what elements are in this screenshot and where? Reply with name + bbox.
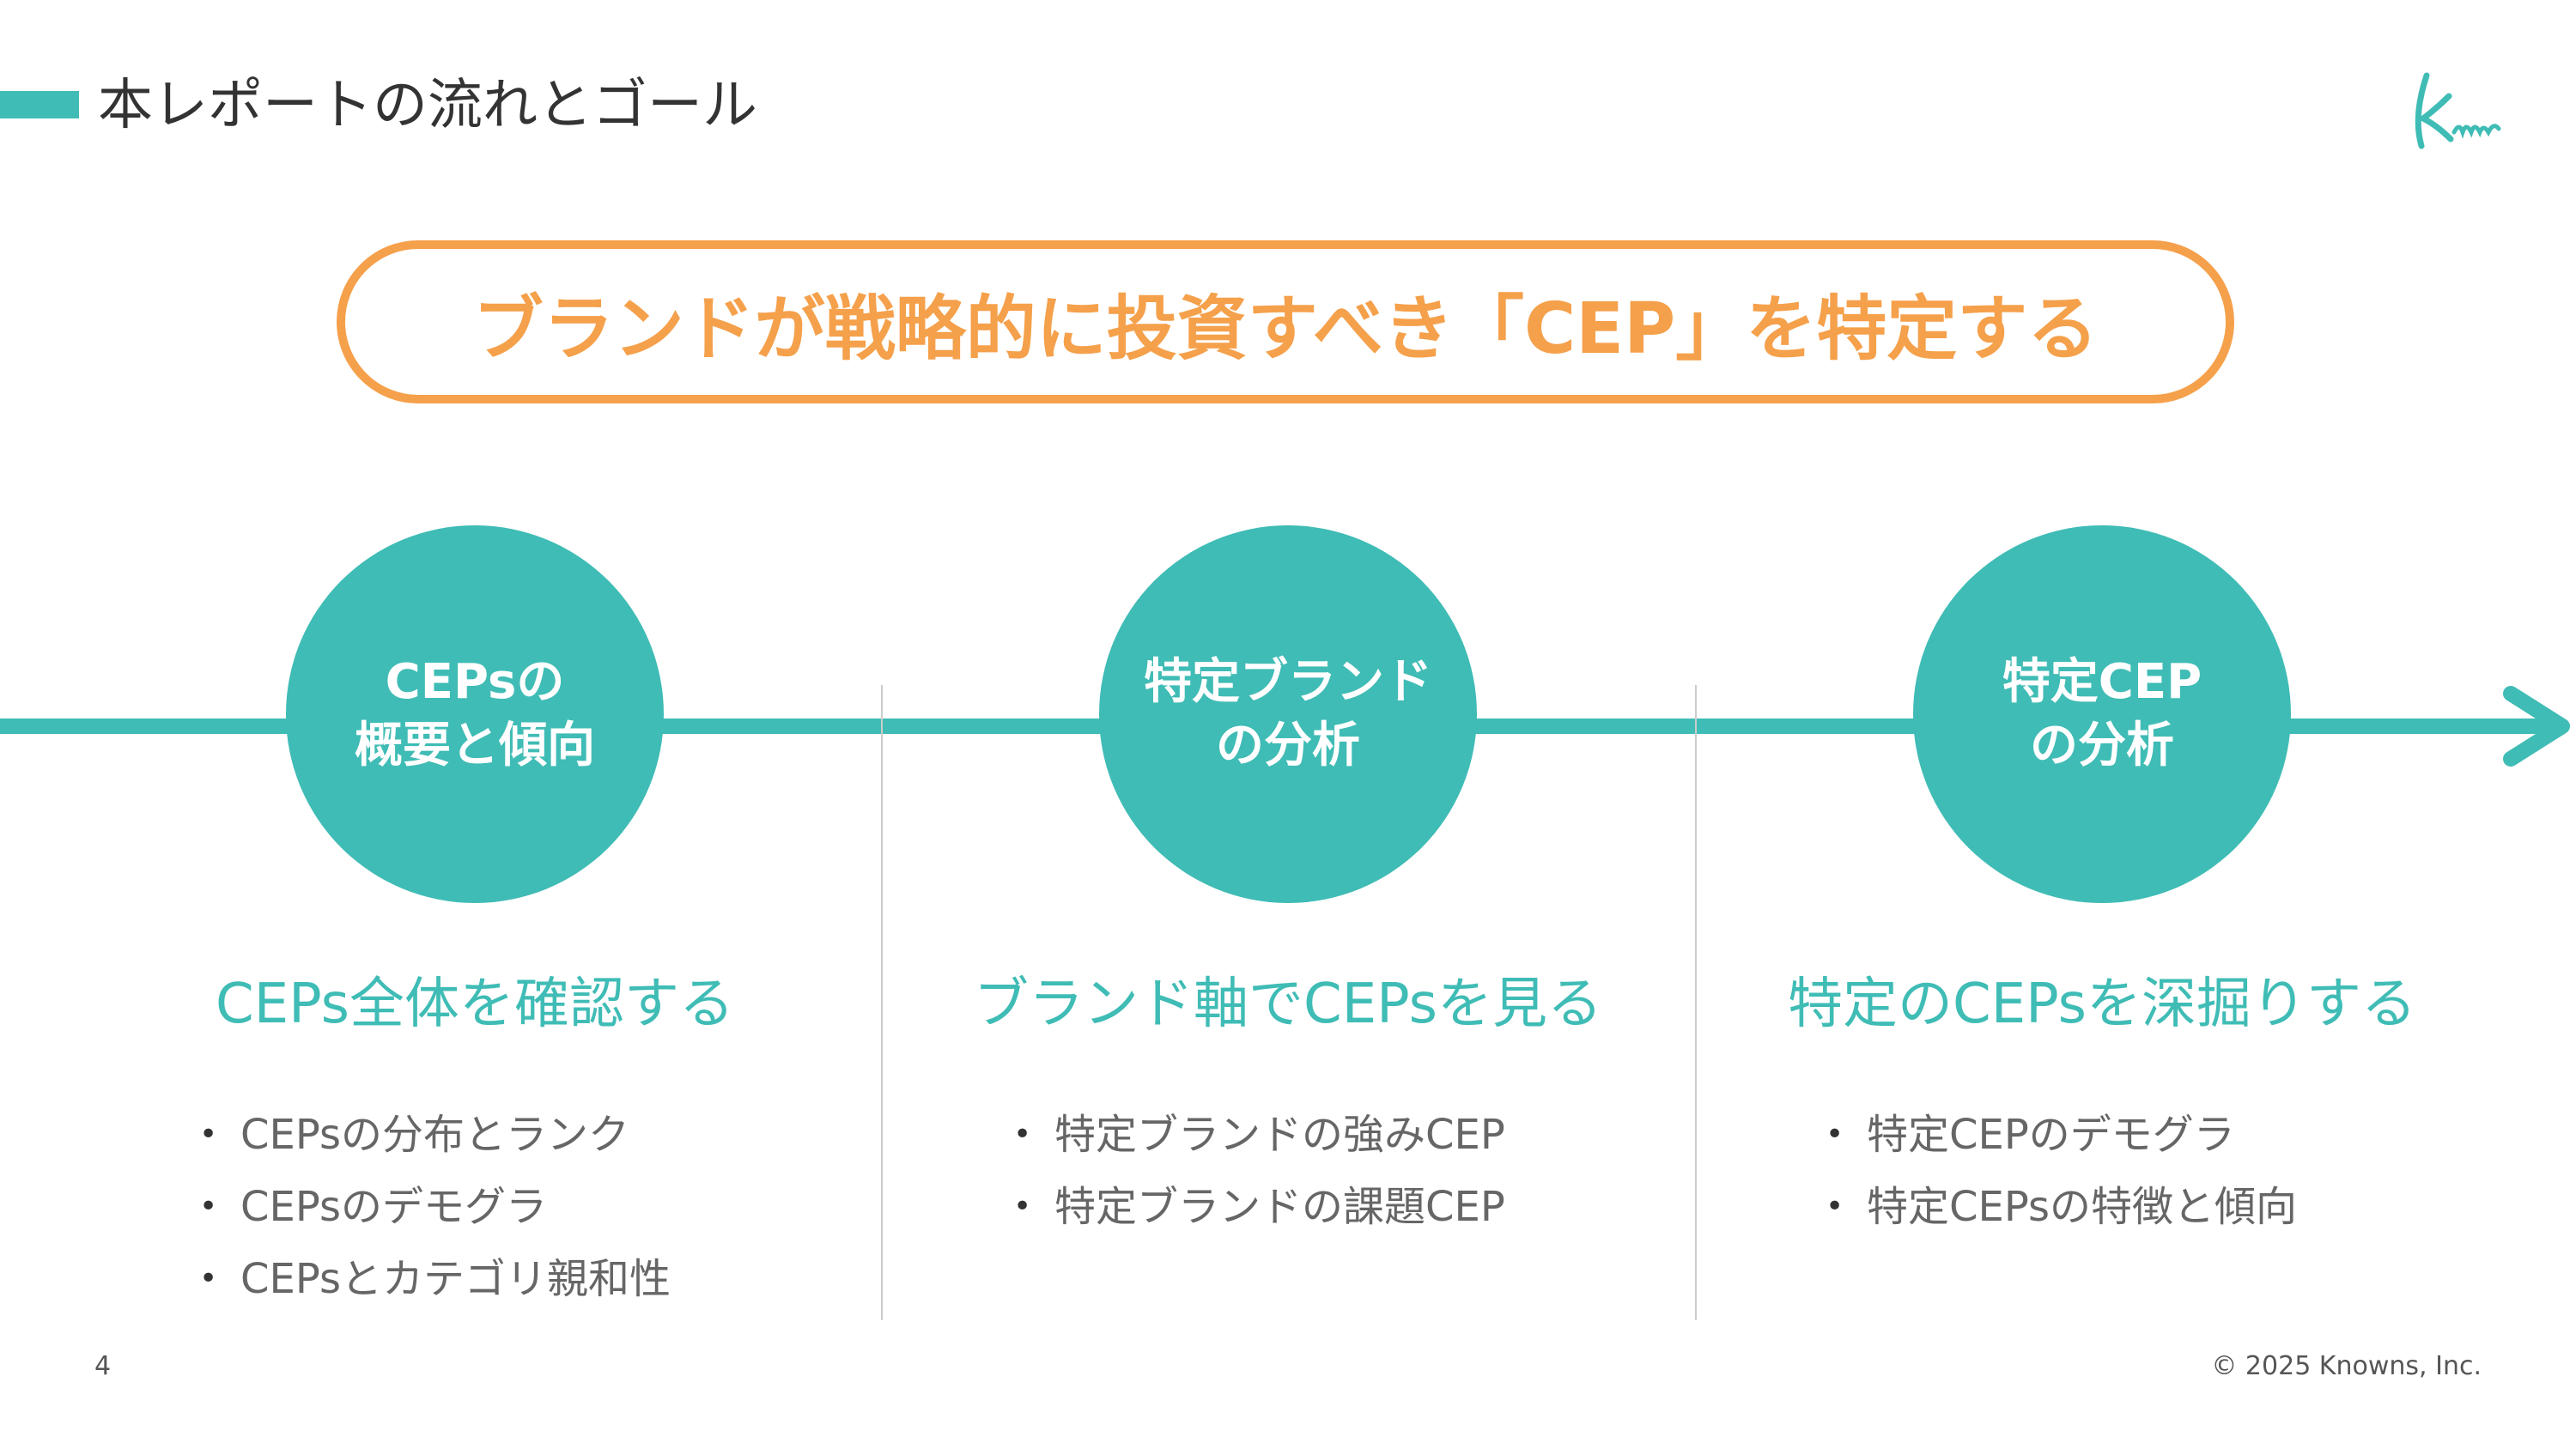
- list-item: CEPsのデモグラ: [199, 1171, 671, 1243]
- copyright: © 2025 Knowns, Inc.: [2211, 1351, 2482, 1381]
- list-item: 特定ブランドの強みCEP: [1013, 1099, 1505, 1171]
- step-circle-line: の分析: [2030, 718, 2174, 773]
- step-circle-line: 特定CEP: [2002, 654, 2202, 710]
- column-divider: [881, 685, 883, 1320]
- step-circle-line: の分析: [1216, 718, 1360, 773]
- step-heading: ブランド軸でCEPsを見る: [974, 973, 1602, 1036]
- title-accent-bar: [0, 91, 79, 118]
- step-heading: 特定のCEPsを深掘りする: [1788, 973, 2416, 1036]
- step-bullets: 特定ブランドの強みCEP 特定ブランドの課題CEP: [1013, 1099, 1505, 1243]
- knowns-logo: [2415, 72, 2501, 149]
- list-item: 特定ブランドの課題CEP: [1013, 1171, 1505, 1243]
- page-number: 4: [94, 1351, 112, 1381]
- step-circle-line: 概要と傾向: [355, 718, 595, 773]
- step-bullets: CEPsの分布とランク CEPsのデモグラ CEPsとカテゴリ親和性: [199, 1099, 671, 1315]
- list-item: CEPsの分布とランク: [199, 1099, 671, 1171]
- step-circle-cep: 特定CEP の分析: [1913, 525, 2291, 903]
- step-bullets: 特定CEPのデモグラ 特定CEPsの特徴と傾向: [1826, 1099, 2297, 1243]
- column-divider: [1695, 685, 1697, 1320]
- step-circle-brand: 特定ブランド の分析: [1099, 525, 1477, 903]
- step-circle-line: CEPsの: [385, 654, 565, 710]
- list-item: 特定CEPsの特徴と傾向: [1826, 1171, 2297, 1243]
- page-title: 本レポートの流れとゴール: [98, 74, 757, 137]
- step-heading: CEPs全体を確認する: [216, 973, 734, 1036]
- goal-text: ブランドが戦略的に投資すべき「CEP」を特定する: [472, 288, 2099, 370]
- step-circle-overview: CEPsの 概要と傾向: [286, 525, 664, 903]
- goal-banner: ブランドが戦略的に投資すべき「CEP」を特定する: [337, 240, 2234, 403]
- list-item: CEPsとカテゴリ親和性: [199, 1243, 671, 1315]
- step-circle-line: 特定ブランド: [1144, 654, 1432, 710]
- list-item: 特定CEPのデモグラ: [1826, 1099, 2297, 1171]
